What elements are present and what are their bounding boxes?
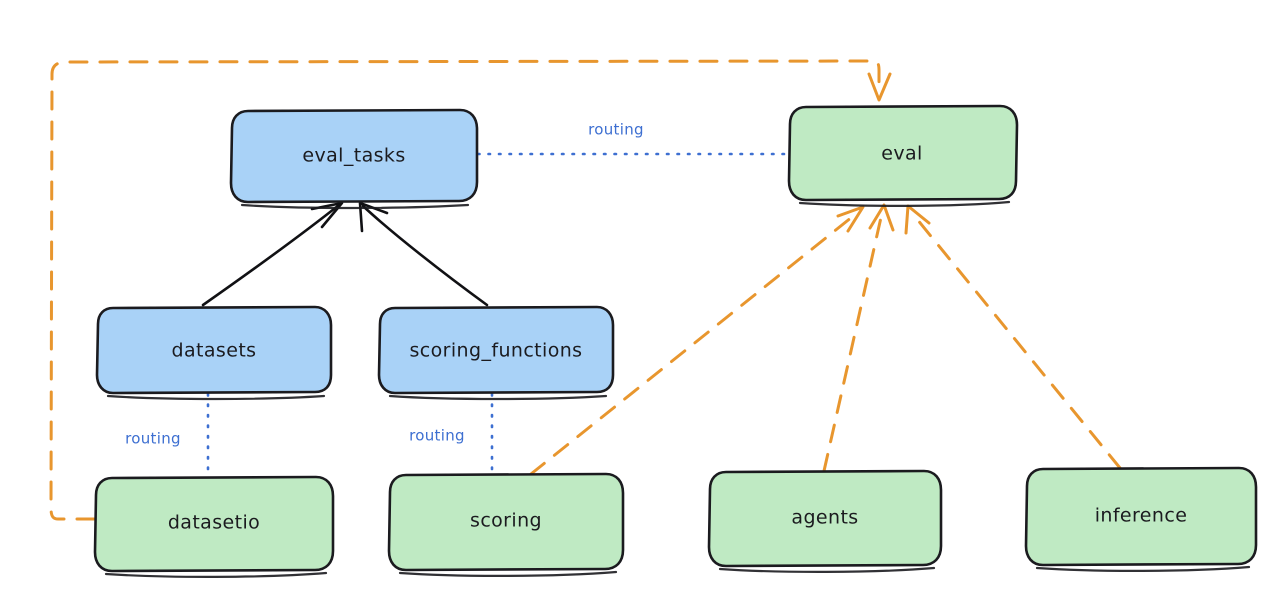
edge-inference-to-eval [904, 204, 1122, 470]
node-label-inference: inference [1095, 505, 1188, 527]
edge-scoring_functions-to-eval_tasks [358, 201, 489, 307]
edge-label-routing-datasets-datasetio: routing [125, 430, 181, 448]
node-agents[interactable]: agents [707, 469, 943, 573]
node-datasetio[interactable]: datasetio [93, 475, 335, 578]
node-label-scoring: scoring [470, 510, 542, 532]
node-label-agents: agents [791, 507, 858, 529]
node-datasets[interactable]: datasets [95, 305, 333, 401]
node-eval[interactable]: eval [787, 104, 1019, 207]
edge-label-routing-eval_tasks-eval: routing [588, 121, 644, 139]
node-inference[interactable]: inference [1024, 466, 1258, 572]
node-label-datasets: datasets [172, 340, 257, 362]
edge-agents-to-eval [822, 203, 895, 473]
edge-datasetio-to-eval [49, 59, 892, 521]
node-label-eval_tasks: eval_tasks [302, 145, 405, 167]
edge-datasets-to-eval_tasks [201, 201, 344, 307]
edge-label-routing-scoring_functions-scoring: routing [409, 427, 465, 445]
edge-scoring-to-eval [529, 205, 865, 476]
node-label-datasetio: datasetio [168, 512, 260, 534]
node-label-scoring_functions: scoring_functions [410, 340, 583, 362]
node-label-eval: eval [881, 143, 922, 165]
node-scoring[interactable]: scoring [387, 472, 625, 577]
node-scoring_functions[interactable]: scoring_functions [377, 305, 615, 401]
node-eval_tasks[interactable]: eval_tasks [229, 108, 479, 210]
